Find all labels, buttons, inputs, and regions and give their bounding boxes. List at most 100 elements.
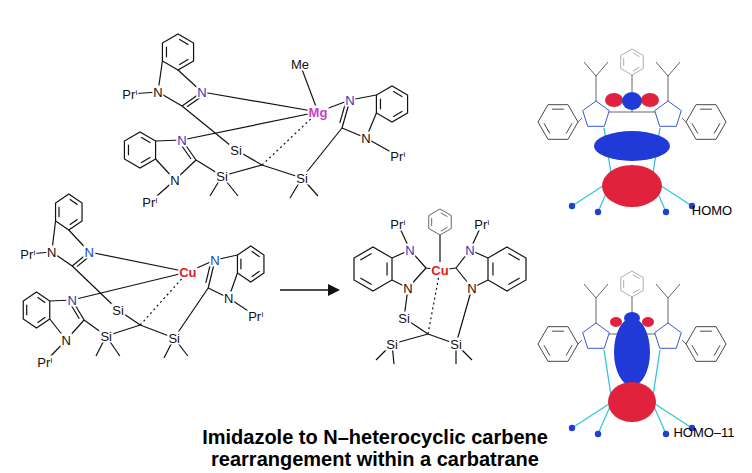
bond bbox=[262, 112, 318, 165]
atom-label: Me bbox=[290, 58, 310, 71]
atom-label: Cu bbox=[178, 266, 197, 279]
bond bbox=[428, 270, 440, 334]
double-bond bbox=[508, 278, 519, 285]
double-bond bbox=[360, 254, 371, 261]
orbital-lobe bbox=[642, 317, 654, 327]
atom-label: N bbox=[209, 254, 220, 267]
ring-bond bbox=[538, 327, 578, 362]
ring-bond bbox=[376, 86, 407, 122]
ring-bond bbox=[488, 247, 526, 291]
atom-sphere bbox=[663, 209, 669, 215]
double-bond bbox=[141, 137, 150, 142]
orbital-plot bbox=[538, 271, 726, 437]
double-bond bbox=[544, 345, 550, 355]
bond bbox=[182, 112, 318, 140]
atom-label: N bbox=[404, 244, 415, 257]
ring-bond bbox=[23, 292, 50, 328]
bond bbox=[596, 284, 608, 298]
magnesium-complex bbox=[124, 34, 407, 202]
double-bond bbox=[623, 58, 624, 66]
atom-label: N bbox=[344, 94, 355, 107]
bond bbox=[652, 402, 692, 428]
orbital-lobe bbox=[594, 131, 670, 161]
atom-label: Prⁱ bbox=[389, 218, 406, 231]
ring-bond bbox=[354, 247, 392, 291]
atom-sphere bbox=[569, 203, 575, 209]
double-bond bbox=[700, 331, 712, 332]
bond bbox=[439, 235, 440, 262]
ring-bond bbox=[655, 323, 682, 348]
atom-label: N bbox=[196, 86, 207, 99]
bond bbox=[89, 252, 188, 272]
bond bbox=[302, 128, 342, 178]
double-bond bbox=[181, 145, 191, 159]
atom-sphere bbox=[595, 209, 601, 215]
arrow-head bbox=[328, 284, 340, 296]
double-bond bbox=[393, 91, 402, 96]
atom-label: Si bbox=[385, 338, 399, 351]
orbital-lobe bbox=[610, 317, 622, 327]
ring-bond bbox=[162, 34, 193, 70]
ring-bond bbox=[655, 101, 682, 126]
double-bond bbox=[566, 345, 572, 355]
bond bbox=[656, 62, 668, 76]
atom-label: Si bbox=[449, 338, 463, 351]
ring-bond bbox=[583, 323, 610, 348]
ring-bond bbox=[686, 327, 726, 362]
double-bond bbox=[566, 123, 572, 133]
double-bond bbox=[441, 227, 448, 231]
double-bond bbox=[380, 99, 381, 110]
bond bbox=[596, 76, 597, 101]
double-bond bbox=[360, 278, 371, 285]
double-bond bbox=[633, 275, 640, 279]
bond bbox=[72, 272, 188, 300]
bond bbox=[578, 118, 582, 122]
double-bond bbox=[393, 111, 402, 116]
bond bbox=[668, 284, 680, 298]
title: Imidazole to N–heterocyclic carbene rear… bbox=[150, 426, 600, 470]
double-bond bbox=[26, 305, 27, 316]
double-bond bbox=[623, 280, 624, 288]
atom-label: N bbox=[152, 86, 163, 99]
atom-label: Prⁱ bbox=[19, 248, 36, 261]
double-bond bbox=[166, 47, 167, 58]
double-bond bbox=[633, 289, 640, 293]
orbital-plot bbox=[538, 49, 726, 215]
atom-label: Si bbox=[99, 330, 113, 343]
bond bbox=[596, 62, 608, 76]
double-bond bbox=[128, 145, 129, 156]
bond bbox=[572, 402, 612, 428]
atom-label: Si bbox=[111, 304, 125, 317]
double-bond bbox=[714, 123, 720, 133]
double-bond bbox=[700, 109, 712, 110]
orbital-lobe bbox=[614, 318, 650, 386]
reaction-arrow bbox=[280, 284, 340, 296]
double-bond bbox=[692, 345, 698, 355]
orbital-lobe bbox=[641, 93, 659, 107]
arrow-shaft bbox=[280, 289, 330, 291]
ring-bond bbox=[621, 49, 644, 75]
orbital-label: HOMO–11 bbox=[672, 426, 735, 439]
copper-carbene-complex bbox=[354, 209, 526, 364]
bond bbox=[584, 62, 596, 76]
bond bbox=[174, 288, 208, 338]
double-bond bbox=[492, 262, 493, 275]
double-bond bbox=[552, 109, 564, 110]
atom-label: N bbox=[466, 282, 477, 295]
double-bond bbox=[179, 59, 188, 64]
ring-bond bbox=[56, 194, 83, 230]
atom-sphere bbox=[595, 431, 601, 437]
double-bond bbox=[441, 213, 448, 217]
copper-imidazole-complex bbox=[23, 194, 264, 362]
bond bbox=[584, 284, 596, 298]
ring-bond bbox=[621, 271, 644, 297]
double-bond bbox=[240, 259, 241, 270]
atom-label: Prⁱ bbox=[121, 88, 138, 101]
double-bond bbox=[431, 218, 432, 226]
atom-label: N bbox=[223, 292, 234, 305]
double-bond bbox=[692, 123, 698, 133]
double-bond bbox=[179, 39, 188, 44]
double-bond bbox=[633, 53, 640, 57]
bond bbox=[668, 298, 669, 323]
atom-label: N bbox=[176, 134, 187, 147]
